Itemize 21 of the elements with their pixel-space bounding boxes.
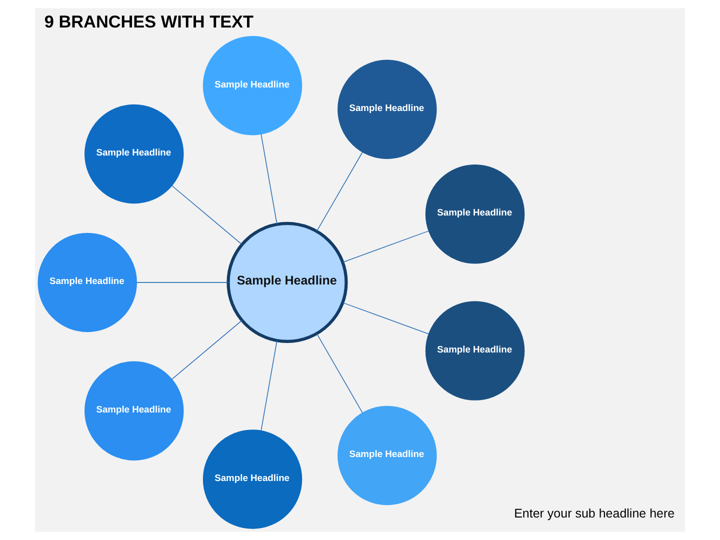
diagram-title: 9 BRANCHES WITH TEXT — [44, 11, 254, 32]
connector — [260, 134, 278, 225]
connector — [316, 152, 363, 232]
node-circle: Sample Headline — [425, 301, 525, 400]
node-circle: Sample Headline — [338, 60, 437, 159]
node-circle: Sample Headline — [38, 232, 137, 332]
connector — [136, 282, 228, 283]
connector — [316, 333, 363, 414]
connector — [342, 230, 430, 263]
node-circle: Sample Headline — [425, 164, 525, 264]
node-circle: Sample Headline — [84, 361, 184, 461]
node-circle: Sample Headline — [84, 104, 184, 204]
label: Enter your sub headline here — [514, 506, 675, 521]
connector — [171, 185, 242, 245]
node-circle: Sample Headline — [202, 36, 302, 136]
node-circle: Sample Headline — [202, 430, 302, 529]
connector — [171, 320, 242, 380]
connector — [342, 302, 430, 334]
node-circle: Sample Headline — [226, 222, 348, 344]
node-circle: Sample Headline — [338, 406, 437, 506]
connector — [260, 340, 278, 432]
